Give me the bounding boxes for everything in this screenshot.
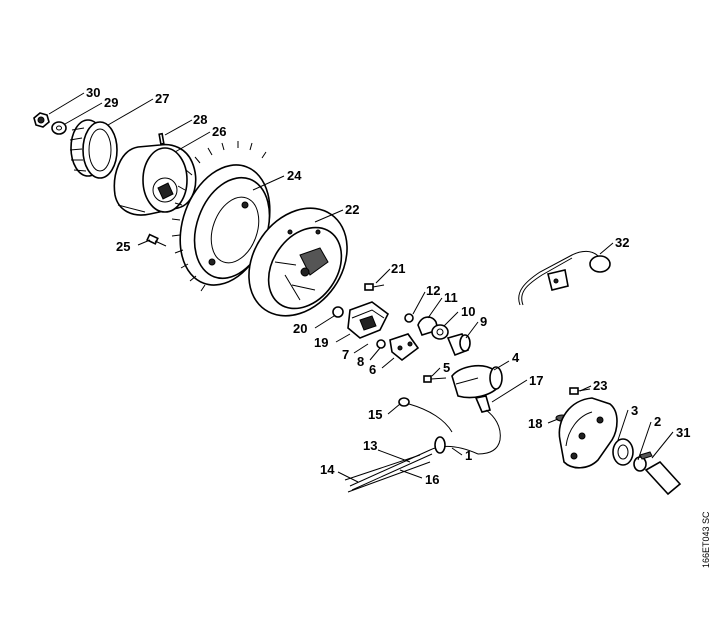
part-27-ring-drawing	[69, 119, 118, 179]
part-13-wire-drawing	[344, 454, 421, 481]
part-9-cylinder-drawing	[446, 333, 471, 357]
part-10-cam-drawing	[431, 324, 449, 340]
callout-2: 2	[654, 414, 661, 429]
callout-1: 1	[465, 448, 472, 463]
callout-5: 5	[443, 360, 450, 375]
part-31-key-drawing	[639, 451, 682, 496]
callout-12: 12	[426, 283, 440, 298]
callout-26: 26	[212, 124, 226, 139]
base-plate-drawing	[558, 397, 618, 469]
part-6-breaker-drawing	[389, 333, 420, 362]
callout-labels: 30 29 27 28 26 24 25 22 32 21 12 11 10 9…	[86, 85, 690, 487]
callout-7: 7	[342, 347, 349, 362]
callout-8: 8	[357, 354, 364, 369]
callout-25: 25	[116, 239, 130, 254]
part-1-harness-drawing	[349, 436, 479, 491]
part-20-ring-drawing	[332, 306, 344, 318]
part-21-screw-drawing	[364, 283, 385, 291]
callout-4: 4	[512, 350, 520, 365]
part-30-nut-drawing	[33, 112, 50, 128]
callout-29: 29	[104, 95, 118, 110]
callout-30: 30	[86, 85, 100, 100]
part-25-screw-drawing	[146, 233, 167, 247]
callout-24: 24	[287, 168, 302, 183]
callout-13: 13	[363, 438, 377, 453]
callout-6: 6	[369, 362, 376, 377]
callout-22: 22	[345, 202, 359, 217]
callout-17: 17	[529, 373, 543, 388]
part-15-terminal-drawing	[398, 397, 453, 433]
callout-20: 20	[293, 321, 307, 336]
callout-15: 15	[368, 407, 382, 422]
callout-28: 28	[193, 112, 207, 127]
part-17-lead-drawing	[477, 409, 501, 455]
part-22-housing-drawing	[248, 207, 348, 317]
part-4-coil-drawing	[451, 364, 503, 413]
part-24-flywheel-drawing	[171, 141, 271, 292]
callout-10: 10	[461, 304, 475, 319]
callout-19: 19	[314, 335, 328, 350]
callout-23: 23	[593, 378, 607, 393]
callout-18: 18	[528, 416, 542, 431]
part-19-module-drawing	[347, 301, 390, 339]
callout-27: 27	[155, 91, 169, 106]
part-8-screw-drawing	[376, 339, 386, 349]
part-3-seal-drawing	[612, 438, 634, 466]
callout-3: 3	[631, 403, 638, 418]
callout-11: 11	[444, 290, 458, 305]
callout-16: 16	[425, 472, 439, 487]
part-2-washer-drawing	[633, 456, 647, 472]
part-29-washer-drawing	[51, 121, 67, 135]
callout-14: 14	[320, 462, 335, 477]
part-28-pin-drawing	[158, 132, 165, 146]
part-16-wire-drawing	[347, 461, 431, 493]
callout-21: 21	[391, 261, 405, 276]
part-12-screw-drawing	[404, 313, 414, 323]
callout-31: 31	[676, 425, 690, 440]
drawing-code: 166ET043 SC	[701, 511, 711, 568]
part-26-hub-drawing	[113, 143, 197, 216]
part-32-bracket-drawing	[518, 250, 611, 306]
part-5-screw-drawing	[423, 375, 447, 383]
leader-lines	[48, 92, 674, 483]
callout-32: 32	[615, 235, 629, 250]
callout-9: 9	[480, 314, 487, 329]
